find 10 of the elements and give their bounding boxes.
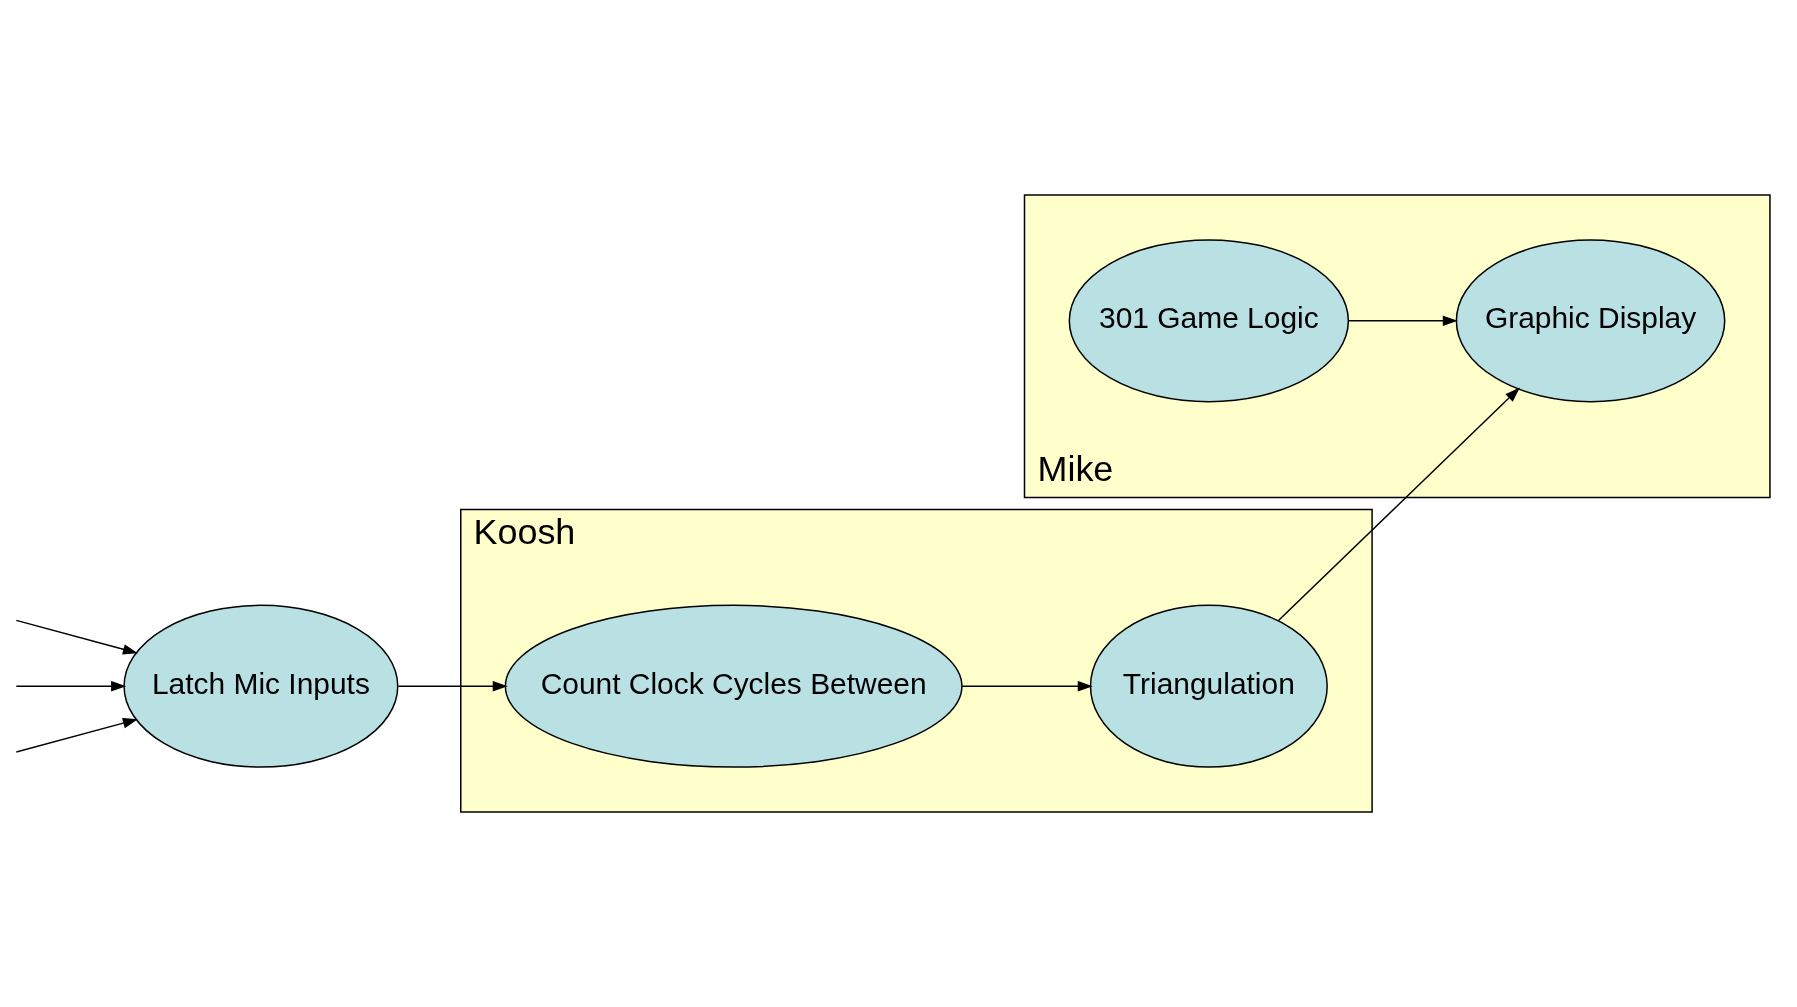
node-ellipse: Count Clock Cycles Between [504,604,963,768]
arrow [15,680,127,692]
arrow [1347,315,1458,327]
arrow [15,718,138,753]
arrow [961,680,1093,692]
arrow [1277,387,1520,622]
node-ellipse: 301 Game Logic [1068,239,1350,403]
arrow [397,680,508,692]
node-ellipse: Triangulation [1089,604,1328,768]
arrow [15,619,138,655]
